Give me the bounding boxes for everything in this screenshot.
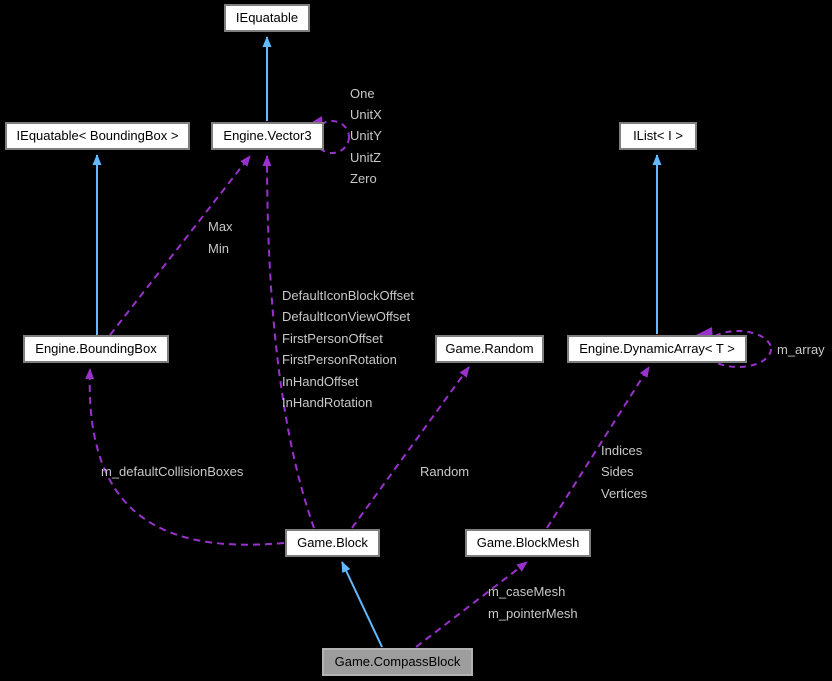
edge-label-max: Max — [208, 219, 233, 234]
node-ilist[interactable]: IList< I > — [619, 122, 697, 150]
edge-label-one: One — [350, 86, 375, 101]
edge-label-indices: Indices — [601, 443, 643, 458]
node-engine-boundingbox[interactable]: Engine.BoundingBox — [23, 335, 169, 363]
edge-label-random: Random — [420, 464, 470, 479]
edge-label-unitz: UnitZ — [350, 150, 382, 165]
node-game-block[interactable]: Game.Block — [285, 529, 380, 557]
edge-label-inhandoffset: InHandOffset — [282, 374, 359, 389]
edge-usage-block-vector3 — [262, 155, 315, 529]
node-engine-vector3[interactable]: Engine.Vector3 — [211, 122, 324, 150]
node-engine-dynamicarray[interactable]: Engine.DynamicArray< T > — [567, 335, 747, 363]
edge-label-m-defaultcollisionboxes: m_defaultCollisionBoxes — [101, 464, 244, 479]
edge-label-sides: Sides — [601, 464, 634, 479]
edge-usage-compassblock-blockmesh — [415, 561, 528, 648]
node-iequatable[interactable]: IEquatable — [224, 4, 310, 32]
edge-label-inhandrotation: InHandRotation — [282, 395, 373, 410]
edge-label-m-array: m_array — [777, 342, 825, 357]
node-game-compassblock: Game.CompassBlock — [322, 648, 473, 676]
node-game-random[interactable]: Game.Random — [435, 335, 544, 363]
edge-label-firstpersonoffset: FirstPersonOffset — [282, 331, 383, 346]
edge-inherit-compassblock-block — [341, 561, 383, 648]
edge-usage-boundingbox-vector3 — [109, 155, 251, 336]
node-iequatable-boundingbox[interactable]: IEquatable< BoundingBox > — [5, 122, 190, 150]
edge-label-defaulticonblockoffset: DefaultIconBlockOffset — [282, 288, 414, 303]
edge-usage-blockmesh-dynamicarray — [546, 366, 650, 529]
edge-label-m-pointermesh: m_pointerMesh — [488, 606, 578, 621]
edge-label-zero: Zero — [350, 171, 377, 186]
node-game-blockmesh[interactable]: Game.BlockMesh — [465, 529, 591, 557]
edge-usage-block-random — [351, 366, 470, 529]
edge-label-m-casemesh: m_caseMesh — [488, 584, 566, 599]
edge-label-min: Min — [208, 241, 229, 256]
edge-usage-block-boundingbox — [85, 368, 285, 546]
edge-label-unitx: UnitX — [350, 107, 382, 122]
edge-label-vertices: Vertices — [601, 486, 648, 501]
edge-label-unity: UnitY — [350, 128, 382, 143]
edge-label-defaulticonviewoffset: DefaultIconViewOffset — [282, 309, 411, 324]
edge-selfloop-vector3 — [314, 120, 350, 154]
edge-label-firstpersonrotation: FirstPersonRotation — [282, 352, 397, 367]
